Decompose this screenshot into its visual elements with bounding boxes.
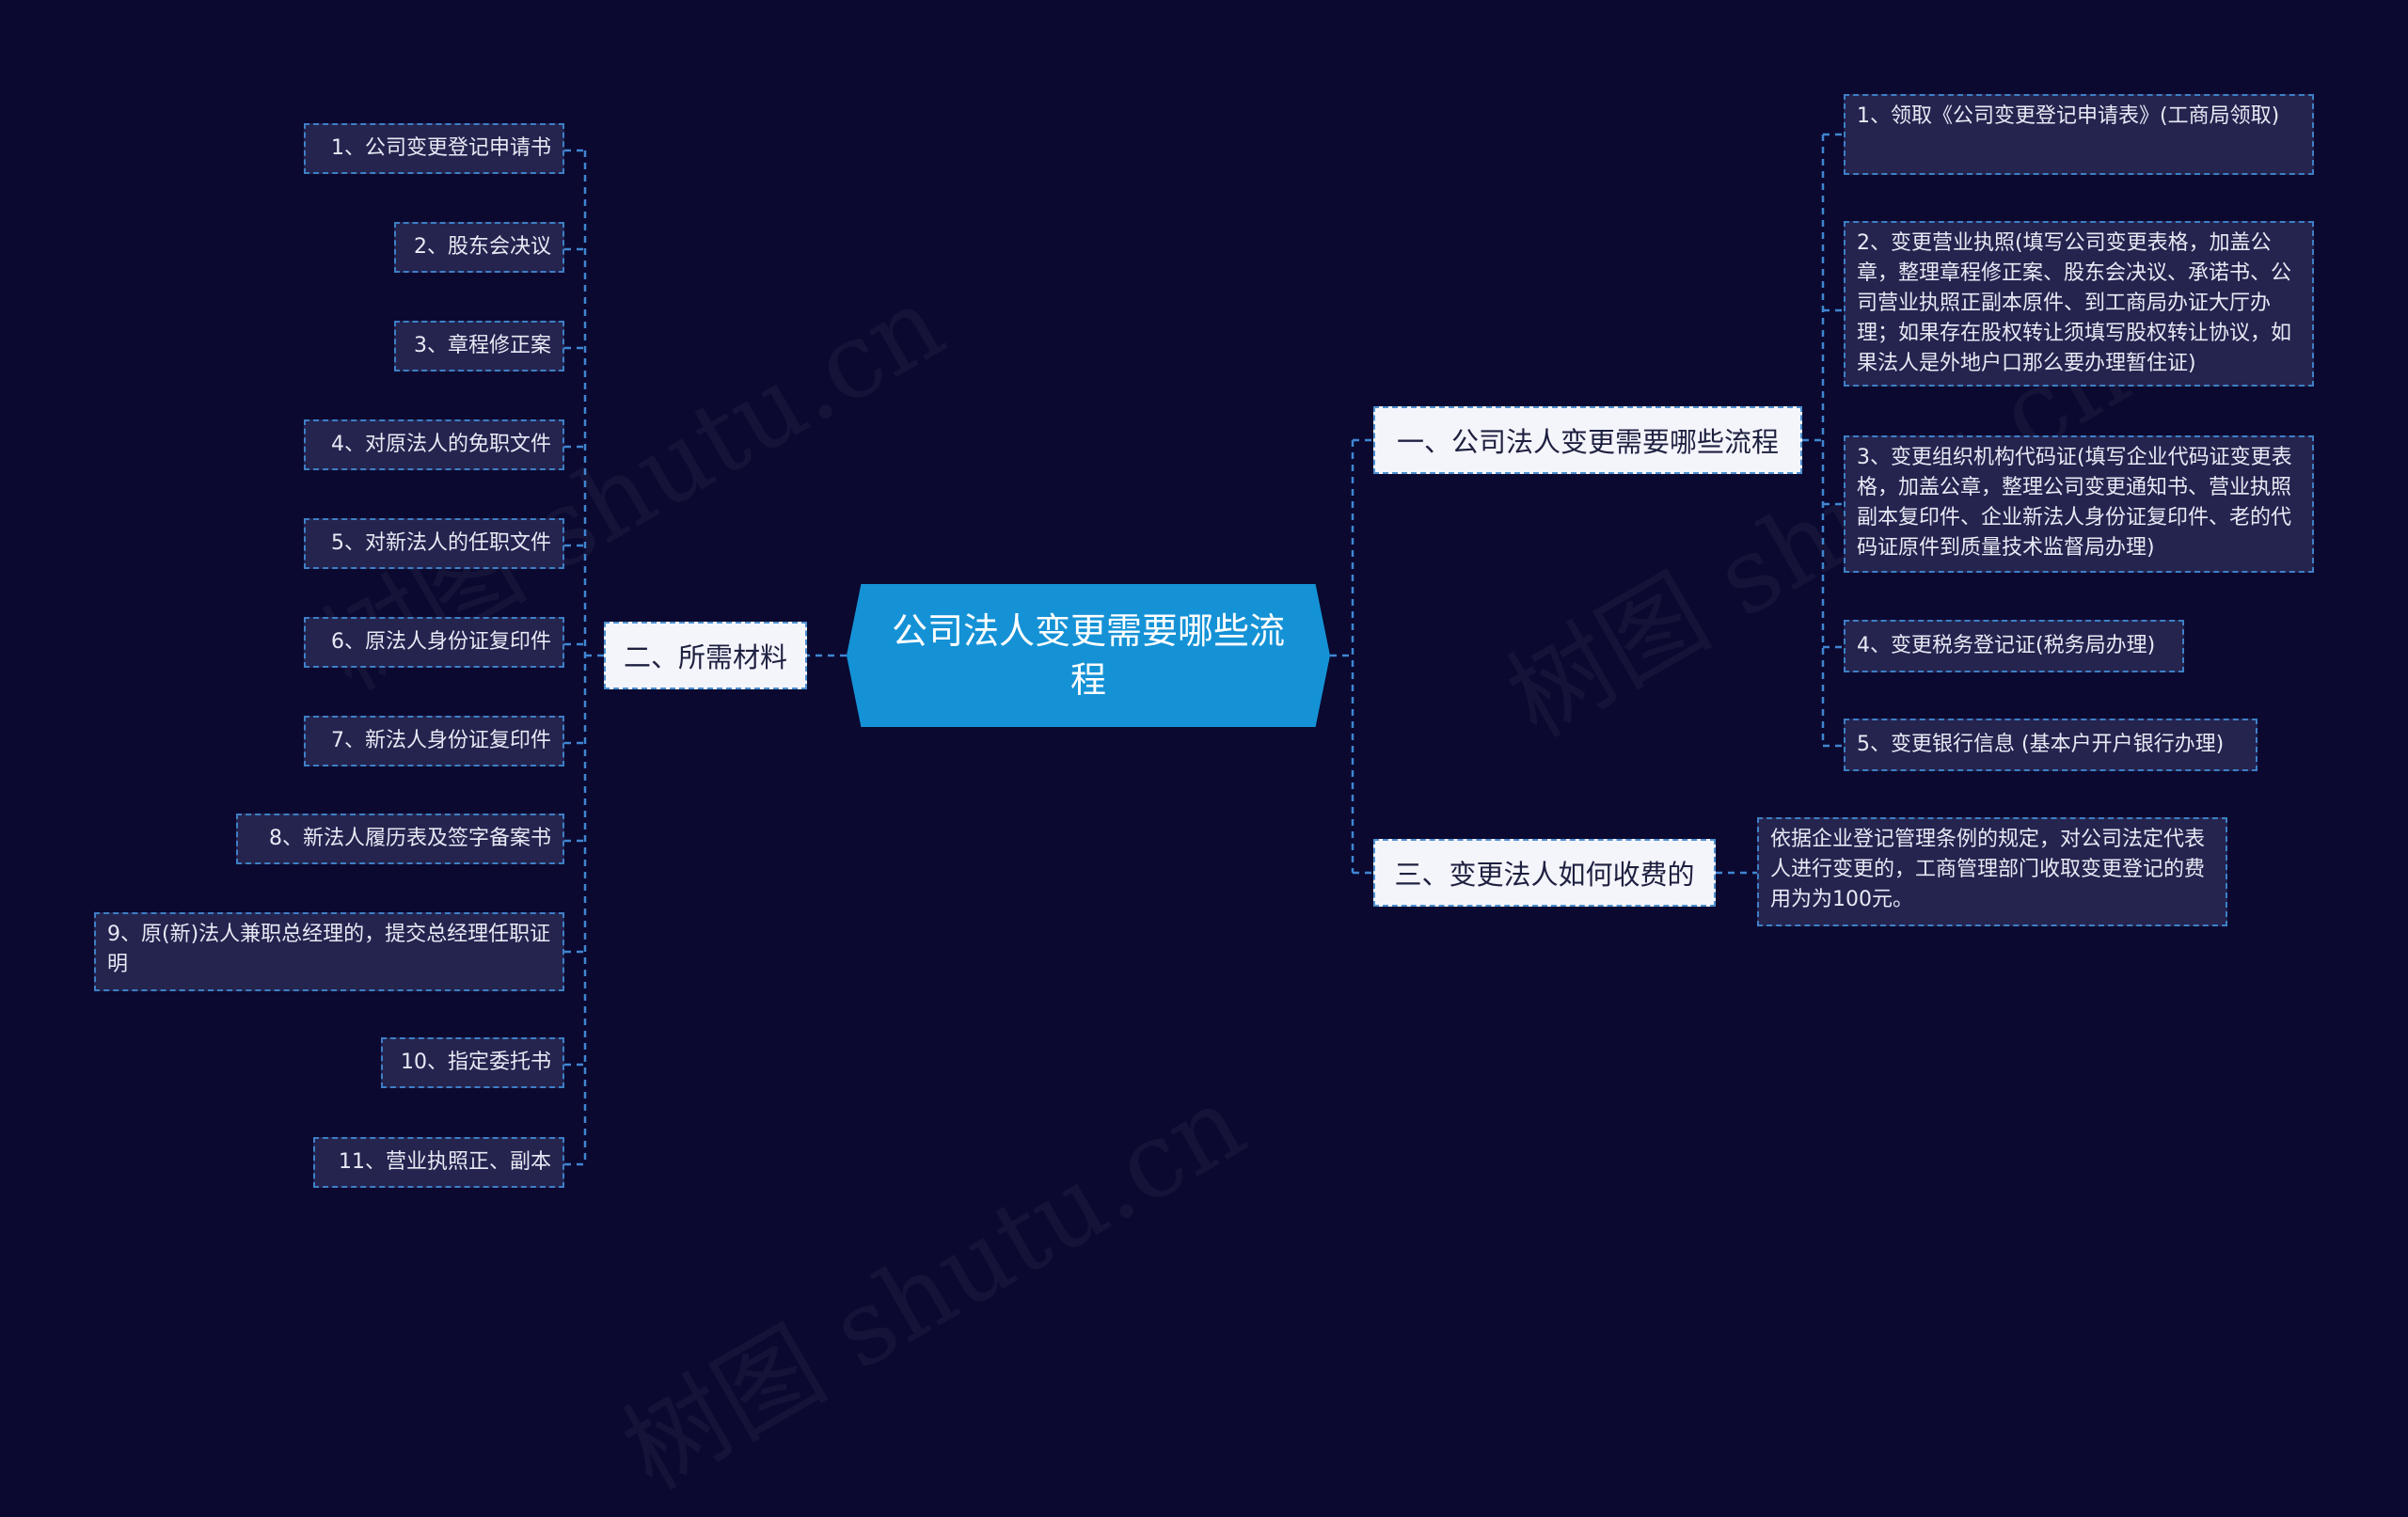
root-topic[interactable]: 公司法人变更需要哪些流程 [847,584,1330,727]
branch-process[interactable]: 一、公司法人变更需要哪些流程 [1373,406,1802,474]
process-step[interactable]: 1、领取《公司变更登记申请表》(工商局领取) [1844,94,2314,175]
branch-fees-label: 三、变更法人如何收费的 [1394,859,1695,891]
material-item[interactable]: 3、章程修正案 [394,321,564,371]
material-item[interactable]: 1、公司变更登记申请书 [304,123,564,174]
process-step[interactable]: 4、变更税务登记证(税务局办理) [1844,620,2184,672]
process-step[interactable]: 3、变更组织机构代码证(填写企业代码证变更表格，加盖公章，整理公司变更通知书、营… [1844,435,2314,573]
branch-process-label: 一、公司法人变更需要哪些流程 [1396,426,1779,458]
material-item[interactable]: 5、对新法人的任职文件 [304,518,564,569]
material-item[interactable]: 10、指定委托书 [381,1037,564,1088]
mind-map-canvas: 树图 shutu.cn 树图 shutu.cn 树图 shutu.cn [94,94,2314,1512]
fee-detail[interactable]: 依据企业登记管理条例的规定，对公司法定代表人进行变更的，工商管理部门收取变更登记… [1757,817,2227,926]
connector-lines [564,133,1844,1166]
branch-materials-label: 二、所需材料 [623,641,787,673]
branch-materials[interactable]: 二、所需材料 [604,622,807,689]
material-item[interactable]: 4、对原法人的免职文件 [304,419,564,470]
material-item[interactable]: 8、新法人履历表及签字备案书 [236,814,564,864]
material-item[interactable]: 7、新法人身份证复印件 [304,716,564,766]
root-topic-label: 公司法人变更需要哪些流程 [891,610,1285,701]
material-item[interactable]: 11、营业执照正、副本 [313,1137,564,1188]
branch-fees[interactable]: 三、变更法人如何收费的 [1373,839,1716,907]
process-step[interactable]: 2、变更营业执照(填写公司变更表格，加盖公章，整理章程修正案、股东会决议、承诺书… [1844,221,2314,387]
material-item[interactable]: 2、股东会决议 [394,222,564,273]
material-item[interactable]: 9、原(新)法人兼职总经理的，提交总经理任职证明 [94,912,564,991]
process-step[interactable]: 5、变更银行信息 (基本户开户银行办理) [1844,719,2258,771]
material-item[interactable]: 6、原法人身份证复印件 [304,617,564,668]
